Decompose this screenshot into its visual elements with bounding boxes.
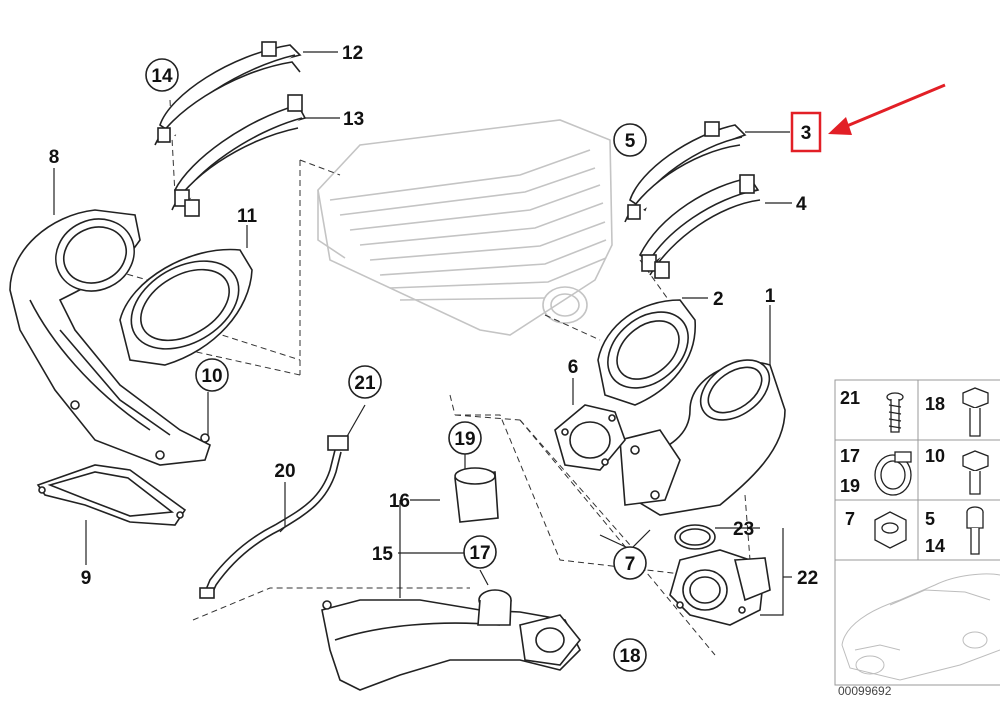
highlight-box-3 [790,111,822,153]
label-21: 21 [354,373,376,394]
legend-panel: 21 18 17 19 10 7 5 14 [834,379,1000,686]
label-15: 15 [372,544,394,565]
sleeve-11 [119,248,253,366]
hose-clamps-3-4 [624,121,761,279]
pipe-15 [321,589,582,691]
legend-21: 21 [840,388,860,408]
label-8: 8 [49,147,60,168]
legend-18: 18 [925,394,945,414]
label-5: 5 [625,131,636,152]
legend-7: 7 [845,509,855,529]
callout-circles [145,58,647,672]
legend-17: 17 [840,446,860,466]
label-11: 11 [237,206,258,227]
bolt-18-icon [962,387,989,409]
label-14: 14 [151,66,173,87]
label-4: 4 [796,194,807,215]
label-2: 2 [713,289,724,310]
gasket-9 [36,464,187,526]
car-silhouette-icon [841,573,1000,681]
diagram-id: 00099692 [838,684,892,698]
label-20: 20 [274,461,295,482]
sleeve-2 [597,299,696,406]
legend-19: 19 [840,476,860,496]
label-19: 19 [454,429,475,450]
label-9: 9 [81,568,92,589]
label-6: 6 [568,357,579,378]
red-arrow [828,83,946,135]
label-22: 22 [797,568,818,589]
label-12: 12 [342,43,363,64]
gasket-6 [554,404,626,471]
legend-10: 10 [925,446,945,466]
label-17: 17 [469,543,490,564]
label-7: 7 [625,554,636,575]
air-duct-8 [9,209,211,466]
sleeve-16 [454,467,499,523]
legend-14: 14 [925,536,945,556]
throttle-22 [669,524,771,626]
label-1: 1 [765,286,776,307]
hose-clamps-12-13 [154,41,307,217]
bolt-10-icon [962,450,989,472]
label-18: 18 [619,646,640,667]
leader-lines [53,51,792,616]
legend-5: 5 [925,509,935,529]
label-23: 23 [733,519,754,540]
label-10: 10 [201,366,222,387]
tube-20 [199,435,349,599]
pipe-1 [619,359,786,516]
intercooler-ghost [317,119,613,336]
label-16: 16 [389,491,410,512]
label-13: 13 [343,109,364,130]
label-3: 3 [801,123,812,144]
